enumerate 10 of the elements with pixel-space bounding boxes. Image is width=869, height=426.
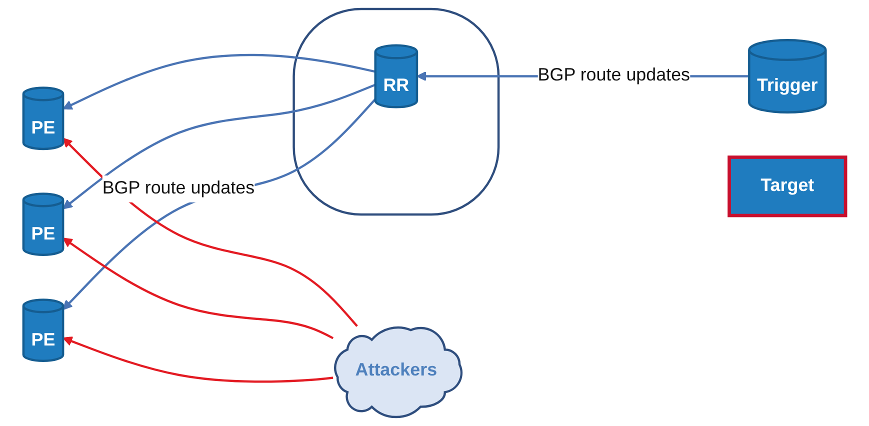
edge-label: BGP route updates bbox=[538, 66, 690, 86]
cluster bbox=[292, 8, 500, 216]
arrow bbox=[62, 98, 376, 310]
arrow bbox=[62, 84, 376, 210]
edge-label: BGP route updates bbox=[102, 178, 255, 198]
node-box: Target bbox=[728, 156, 848, 218]
arrow bbox=[62, 54, 376, 110]
arrow bbox=[62, 238, 334, 340]
arrow bbox=[62, 336, 334, 383]
arrow bbox=[62, 138, 358, 327]
